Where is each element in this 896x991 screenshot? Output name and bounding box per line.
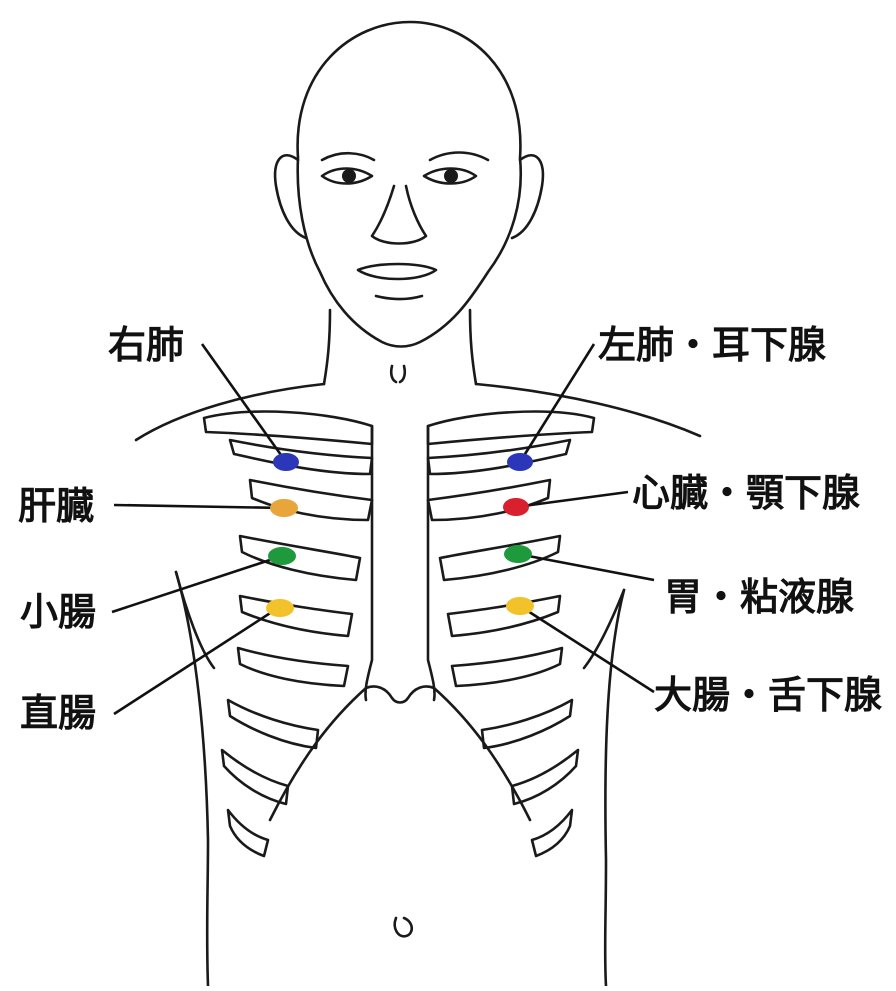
leader-liver [114, 505, 284, 508]
label-liver: 肝臓 [18, 487, 94, 525]
right-side [176, 572, 208, 986]
label-rectum: 直腸 [20, 694, 96, 732]
point-right-lung [273, 453, 299, 471]
point-left-lung [507, 453, 533, 471]
right-rib-2 [250, 480, 372, 520]
label-heart-submandibular: 心臓・顎下腺 [632, 474, 860, 512]
leader-large-intestine [520, 606, 654, 692]
label-stomach-mucous: 胃・粘液腺 [664, 578, 854, 616]
right-rib-6 [228, 700, 318, 748]
left-rib-2 [428, 480, 550, 520]
right-rib-7 [222, 750, 288, 804]
right-pupil [342, 169, 356, 183]
right-ear [275, 155, 306, 238]
left-rib-6 [482, 700, 572, 748]
point-small-intestine [268, 547, 296, 565]
xiphoid [366, 686, 434, 702]
label-right-lung: 右肺 [108, 326, 184, 364]
navel [395, 918, 412, 936]
point-large-intestine [506, 597, 534, 615]
nose [372, 186, 426, 244]
left-pupil [444, 169, 458, 183]
left-rib-1 [428, 440, 570, 474]
left-rib-8 [532, 810, 572, 856]
left-arm-crease [584, 590, 624, 668]
leader-stomach [518, 554, 654, 580]
right-eyebrow [322, 153, 374, 160]
chin-line [376, 296, 422, 299]
right-rib-4 [240, 596, 352, 636]
label-small-intestine: 小腸 [20, 593, 96, 631]
right-rib-8 [228, 810, 268, 856]
left-ear [512, 155, 543, 238]
left-rib-5 [452, 648, 562, 686]
left-side [605, 590, 624, 986]
neck-right [324, 310, 330, 384]
neck-left [470, 310, 476, 384]
left-eyebrow [430, 153, 488, 161]
right-rib-3 [240, 536, 360, 580]
right-rib-5 [238, 648, 348, 686]
point-heart [503, 498, 529, 516]
mouth [358, 264, 436, 279]
label-large-intestine-sublingual: 大腸・舌下腺 [654, 676, 882, 714]
point-rectum [266, 599, 294, 617]
label-left-lung-parotid: 左肺・耳下腺 [598, 326, 826, 364]
right-rib-1 [230, 440, 372, 474]
sternum [365, 426, 434, 700]
left-rib-4 [448, 596, 560, 636]
left-rib-7 [512, 750, 578, 804]
point-stomach [504, 545, 532, 563]
throat-mark [391, 366, 405, 382]
point-liver [270, 499, 298, 517]
